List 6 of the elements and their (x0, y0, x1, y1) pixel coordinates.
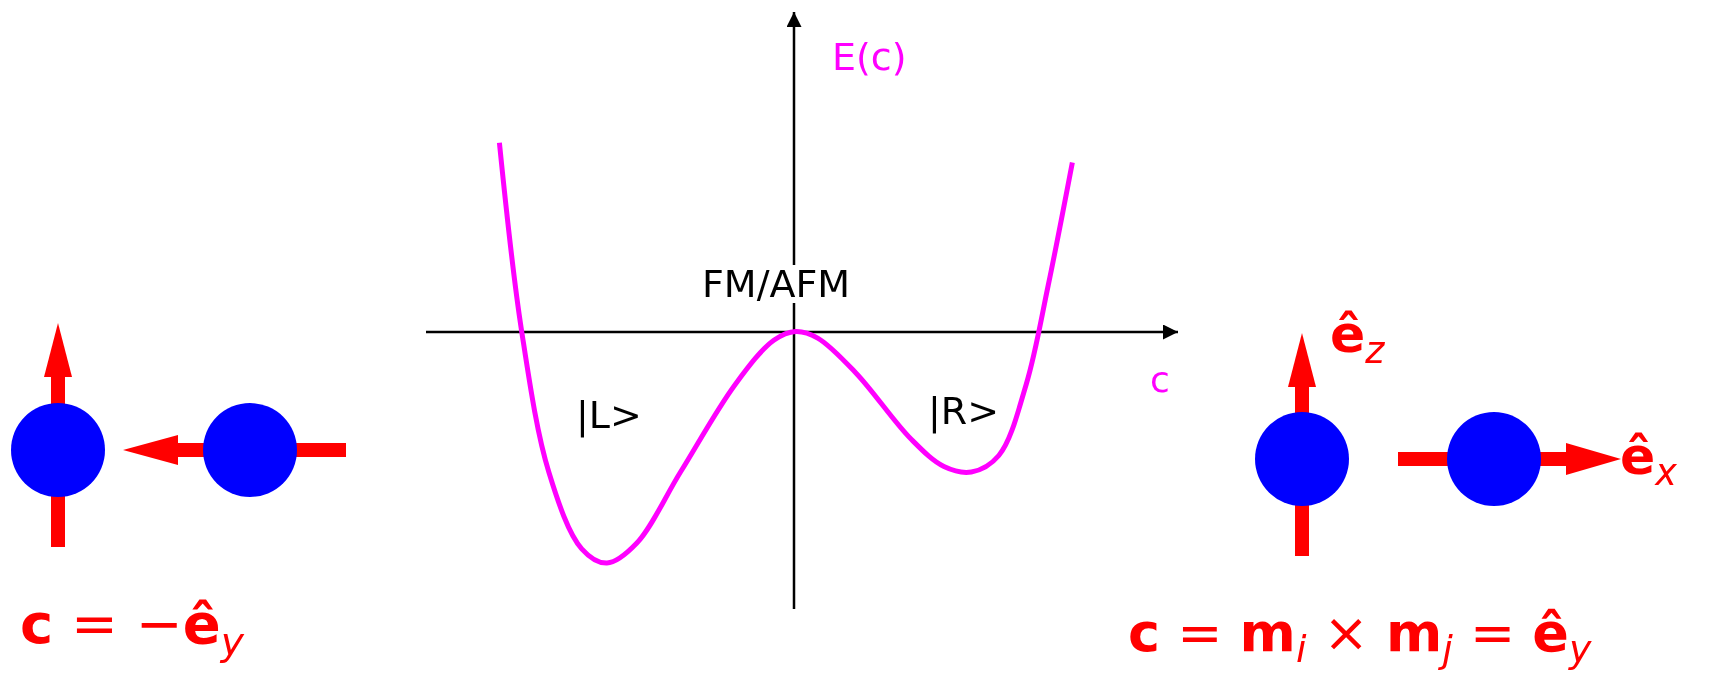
formula: c = −ê$_{y}$ (20, 596, 244, 661)
axis-label: c (1150, 362, 1170, 398)
unit-vector-label: ê$_{z}$ (1330, 308, 1385, 370)
unit-vector-label: ê$_{x}$ (1620, 430, 1677, 492)
formula: c = m$_{i}$ × m$_{j}$ = ê$_{y}$ (1128, 606, 1592, 670)
axis-label: E(c) (832, 38, 907, 76)
